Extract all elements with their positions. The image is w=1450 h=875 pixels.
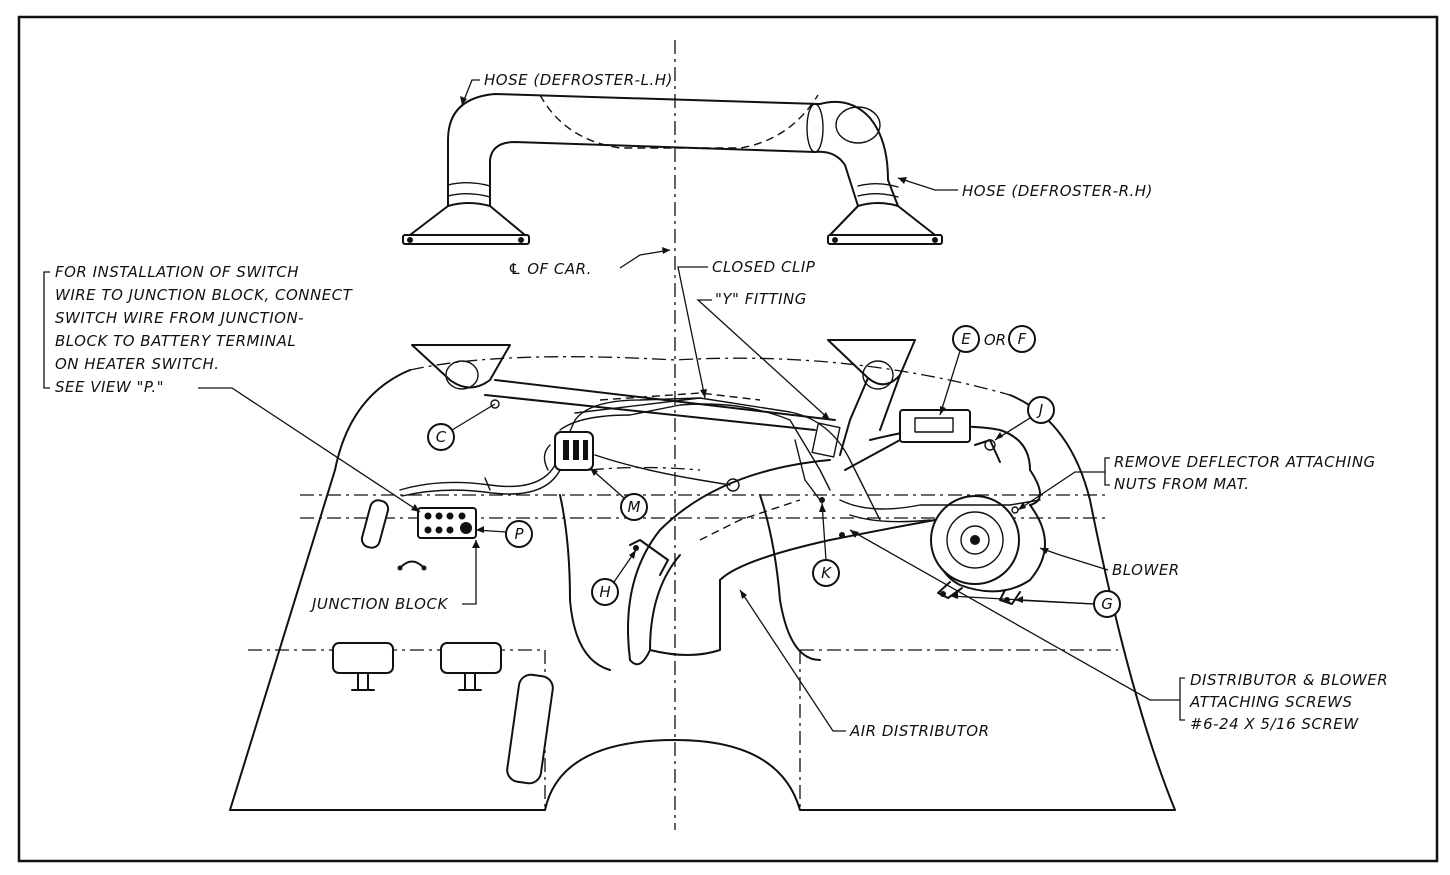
svg-text:J: J <box>1036 401 1043 419</box>
screws-line-1: DISTRIBUTOR & BLOWER <box>1190 671 1388 689</box>
svg-text:F: F <box>1018 330 1027 348</box>
air-distributor <box>627 459 936 666</box>
bracket-h <box>629 539 669 576</box>
callout-e: E <box>939 325 980 416</box>
heater-switch-plate <box>899 409 971 443</box>
defroster-hose-assembly <box>402 93 943 245</box>
callout-j: J <box>994 396 1055 441</box>
junction-block-label: JUNCTION BLOCK <box>309 595 448 613</box>
svg-text:E: E <box>961 330 971 348</box>
air-distributor-label: AIR DISTRIBUTOR <box>849 722 990 740</box>
wiring-harness <box>399 392 1041 538</box>
svg-text:K: K <box>821 564 832 582</box>
heater-duct <box>411 339 1031 471</box>
callout-g: G <box>949 590 1121 618</box>
note-line-2: WIRE TO JUNCTION BLOCK, CONNECT <box>55 286 354 304</box>
diagram-frame <box>17 15 1439 863</box>
remove-deflector-line-2: NUTS FROM MAT. <box>1114 475 1249 493</box>
floor-pan-outline <box>229 356 1176 811</box>
svg-text:C: C <box>436 428 447 446</box>
closed-clip-label: CLOSED CLIP <box>712 258 816 276</box>
callout-p: P <box>475 520 533 548</box>
callout-m: M <box>589 467 648 521</box>
note-line-6: SEE VIEW "P." <box>55 378 164 396</box>
note-line-5: ON HEATER SWITCH. <box>55 355 220 373</box>
svg-text:H: H <box>599 583 610 601</box>
floor-pads <box>332 499 554 785</box>
blower-motor <box>930 469 1046 605</box>
callout-c: C <box>427 403 496 451</box>
note-line-4: BLOCK TO BATTERY TERMINAL <box>55 332 296 350</box>
screws-note: DISTRIBUTOR & BLOWER ATTACHING SCREWS #6… <box>849 529 1388 733</box>
callout-k: K <box>812 502 840 587</box>
svg-text:G: G <box>1101 595 1113 613</box>
callout-f: F <box>1008 325 1036 353</box>
center-of-car-label: ℄ OF CAR. <box>508 260 592 278</box>
svg-text:M: M <box>628 498 641 516</box>
screws-line-2: ATTACHING SCREWS <box>1189 693 1352 711</box>
note-line-1: FOR INSTALLATION OF SWITCH <box>55 263 299 281</box>
remove-deflector-line-1: REMOVE DEFLECTOR ATTACHING <box>1114 453 1376 471</box>
hose-rh-label: HOSE (DEFROSTER-R.H) <box>962 182 1153 200</box>
blower-label: BLOWER <box>1112 561 1180 579</box>
y-fitting-label: "Y" FITTING <box>715 290 807 308</box>
remove-deflector-note: REMOVE DEFLECTOR ATTACHING NUTS FROM MAT… <box>1017 453 1376 511</box>
note-line-3: SWITCH WIRE FROM JUNCTION- <box>55 309 304 327</box>
screws-line-3: #6-24 X 5/16 SCREW <box>1190 715 1359 733</box>
right-defroster-nozzle <box>827 234 943 245</box>
junction-note: FOR INSTALLATION OF SWITCH WIRE TO JUNCT… <box>43 263 421 513</box>
callout-h: H <box>591 549 637 606</box>
junction-block <box>417 507 477 539</box>
svg-text:P: P <box>514 525 524 543</box>
heater-relay <box>543 431 594 471</box>
left-defroster-nozzle <box>402 234 530 245</box>
hose-lh-label: HOSE (DEFROSTER-L.H) <box>484 71 673 89</box>
or-label: OR <box>984 331 1006 349</box>
